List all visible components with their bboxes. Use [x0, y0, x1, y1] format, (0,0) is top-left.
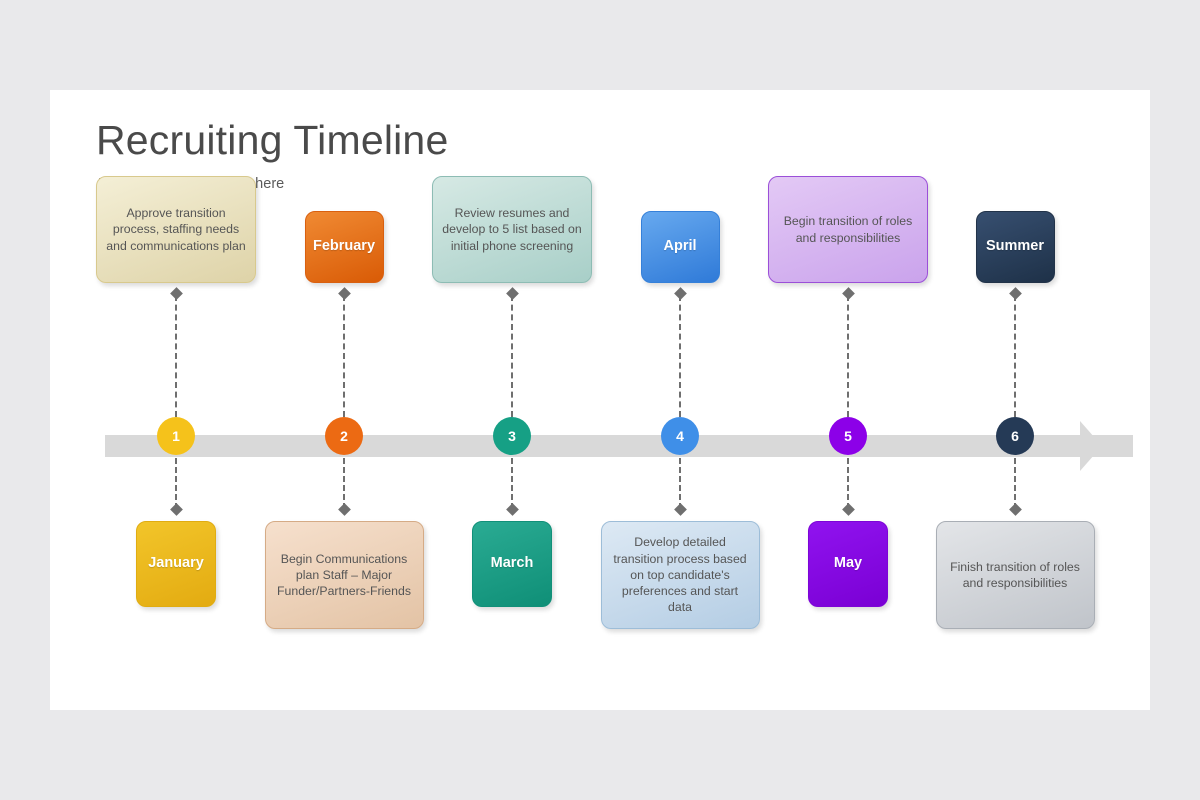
slide-canvas: Recruiting Timeline Enter your sub headl… — [50, 90, 1150, 710]
connector-line-above — [175, 295, 177, 417]
milestone-card-above-3[interactable]: Review resumes and develop to 5 list bas… — [432, 176, 592, 283]
milestone-circle-5[interactable]: 5 — [829, 417, 867, 455]
connector-diamond-above — [505, 287, 519, 300]
connector-line-above — [343, 295, 345, 417]
connector-diamond-above — [337, 287, 351, 300]
connector-line-above — [511, 295, 513, 417]
connector-line-below — [511, 458, 513, 509]
milestone-circle-3[interactable]: 3 — [493, 417, 531, 455]
connector-diamond-below — [1008, 503, 1022, 516]
milestone-card-below-6[interactable]: Finish transition of roles and responsib… — [935, 521, 1095, 629]
connector-diamond-below — [841, 503, 855, 516]
connector-diamond-below — [337, 503, 351, 516]
timeline-arrow-icon — [1080, 421, 1102, 471]
connector-diamond-below — [673, 503, 687, 516]
connector-line-below — [175, 458, 177, 509]
connector-line-below — [679, 458, 681, 509]
connector-line-below — [343, 458, 345, 509]
milestone-circle-1[interactable]: 1 — [157, 417, 195, 455]
connector-line-below — [1014, 458, 1016, 509]
timeline-bar — [105, 435, 1133, 457]
milestone-circle-2[interactable]: 2 — [325, 417, 363, 455]
milestone-card-below-1[interactable]: January — [136, 521, 216, 607]
connector-line-above — [847, 295, 849, 417]
connector-line-above — [679, 295, 681, 417]
milestone-circle-4[interactable]: 4 — [661, 417, 699, 455]
milestone-card-above-5[interactable]: Begin transition of roles and responsibi… — [768, 176, 928, 283]
connector-diamond-above — [1008, 287, 1022, 300]
milestone-card-above-2[interactable]: February — [304, 211, 384, 283]
connector-diamond-above — [673, 287, 687, 300]
milestone-card-below-4[interactable]: Develop detailed transition process base… — [600, 521, 760, 629]
connector-diamond-below — [169, 503, 183, 516]
connector-diamond-above — [841, 287, 855, 300]
milestone-card-below-3[interactable]: March — [472, 521, 552, 607]
connector-diamond-above — [169, 287, 183, 300]
milestone-card-above-6[interactable]: Summer — [975, 211, 1055, 283]
milestone-card-above-1[interactable]: Approve transition process, staffing nee… — [96, 176, 256, 283]
connector-line-below — [847, 458, 849, 509]
milestone-card-above-4[interactable]: April — [640, 211, 720, 283]
connector-line-above — [1014, 295, 1016, 417]
page-title: Recruiting Timeline — [96, 117, 449, 163]
milestone-circle-6[interactable]: 6 — [996, 417, 1034, 455]
connector-diamond-below — [505, 503, 519, 516]
milestone-card-below-5[interactable]: May — [808, 521, 888, 607]
milestone-card-below-2[interactable]: Begin Communications plan Staff – Major … — [264, 521, 424, 629]
